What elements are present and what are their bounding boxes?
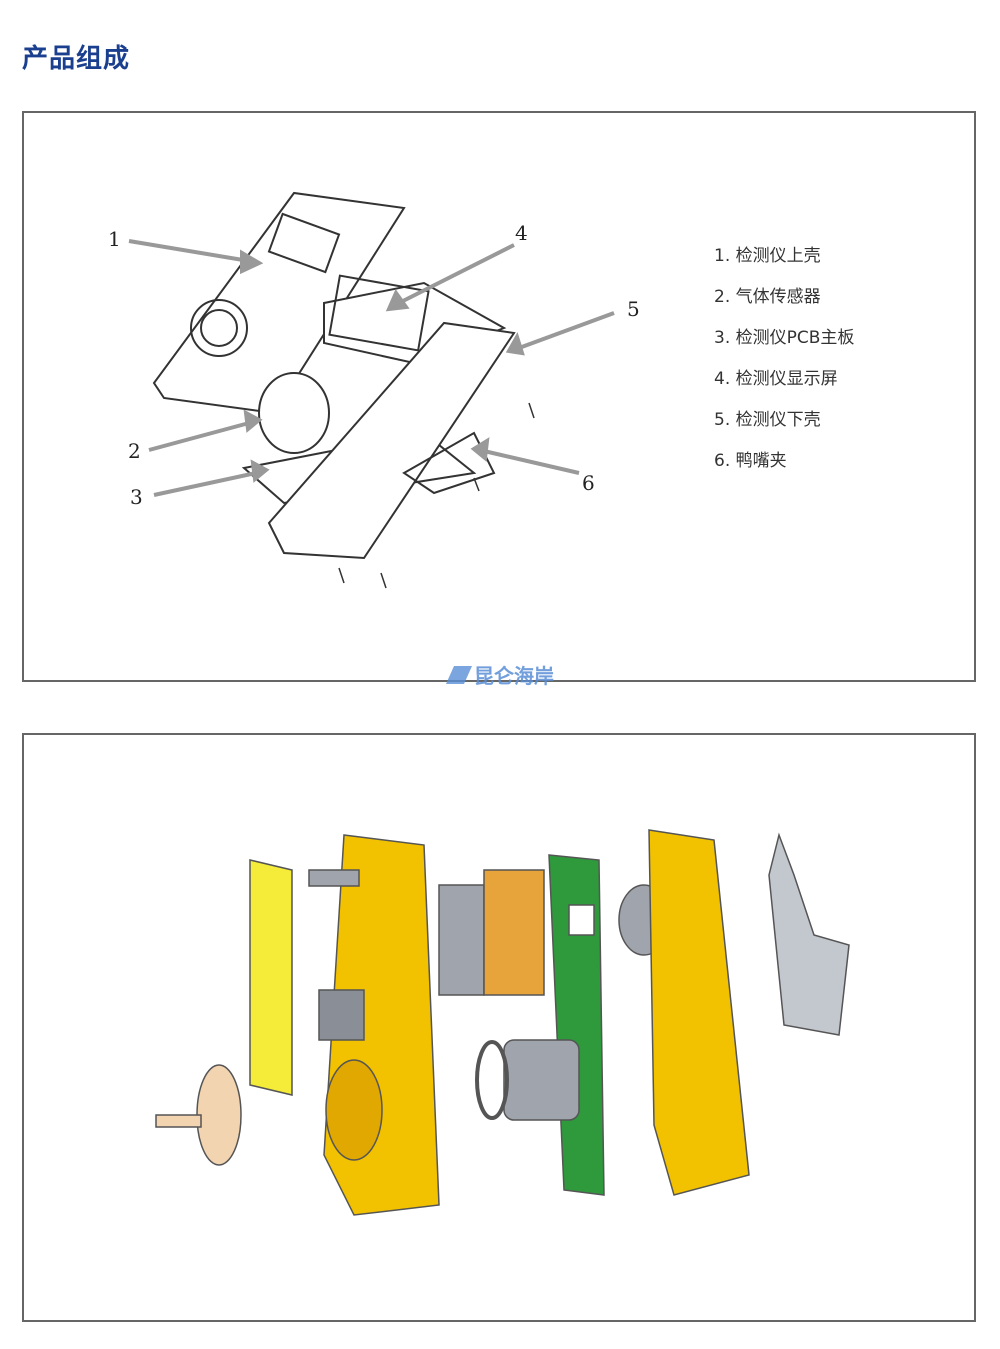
- callout-3: 3: [130, 485, 143, 509]
- line-drawing-exploded-view: [128, 191, 615, 589]
- parts-legend: 1. 检测仪上壳 2. 气体传感器 3. 检测仪PCB主板 4. 检测仪显示屏 …: [714, 241, 854, 487]
- callout-5: 5: [627, 297, 640, 321]
- exploded-diagram-panel: 1 2 3 4 5 6 1. 检测仪上壳 2. 气体传感器 3. 检测仪PCB主…: [22, 111, 976, 682]
- legend-item: 1. 检测仪上壳: [714, 246, 821, 266]
- legend-item: 2. 气体传感器: [714, 287, 821, 307]
- legend-item: 5. 检测仪下壳: [714, 410, 821, 430]
- color-exploded-view: [155, 829, 850, 1216]
- legend-item: 4. 检测仪显示屏: [714, 369, 838, 389]
- callout-1: 1: [108, 227, 121, 251]
- watermark-logo: 昆仑海岸: [442, 660, 554, 689]
- page-title: 产品组成: [22, 44, 131, 74]
- logo-icon: [446, 665, 472, 684]
- legend-item: 3. 检测仪PCB主板: [714, 328, 855, 348]
- callout-2: 2: [128, 439, 141, 463]
- color-exploded-panel: [22, 733, 976, 1322]
- callout-6: 6: [582, 471, 595, 495]
- callout-4: 4: [515, 221, 528, 245]
- legend-item: 6. 鸭嘴夹: [714, 451, 787, 471]
